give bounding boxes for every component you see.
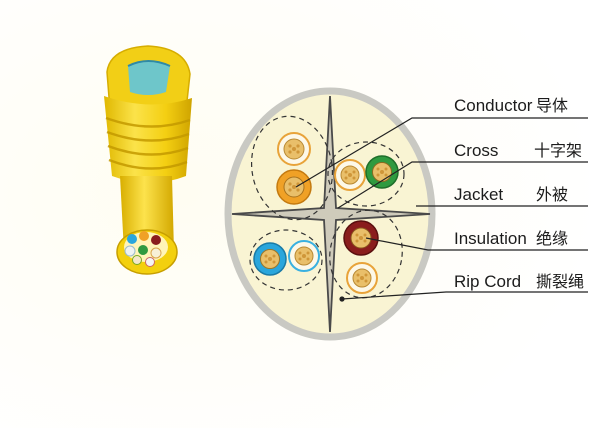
pair-outline-bottom-right bbox=[329, 209, 403, 299]
pair-outline-top-right bbox=[327, 141, 405, 207]
leader-cross bbox=[337, 161, 588, 209]
label-insulation-cn: 绝缘 bbox=[536, 229, 569, 248]
label-rip-cord-cn: 撕裂绳 bbox=[536, 272, 585, 291]
label-conductor-en: Conductor bbox=[454, 96, 533, 115]
cable-cross-section bbox=[224, 87, 436, 341]
leader-rip-cord bbox=[341, 291, 588, 300]
pair-outline-top-left bbox=[250, 115, 334, 221]
leader-conductor bbox=[295, 117, 588, 188]
label-jacket-cn: 外被 bbox=[536, 185, 569, 204]
label-insulation-en: Insulation bbox=[454, 229, 527, 248]
leader-insulation bbox=[365, 237, 588, 251]
label-cross-cn: 十字架 bbox=[534, 141, 583, 160]
label-rip-cord-en: Rip Cord bbox=[454, 272, 522, 291]
pair-outline-bottom-left bbox=[249, 229, 323, 291]
yellow-cable-photo bbox=[104, 45, 192, 275]
leader-lines bbox=[295, 117, 588, 300]
label-jacket-en: Jacket bbox=[454, 185, 504, 204]
label-cross-en: Cross bbox=[454, 141, 499, 160]
label-conductor-cn: 导体 bbox=[536, 96, 569, 115]
